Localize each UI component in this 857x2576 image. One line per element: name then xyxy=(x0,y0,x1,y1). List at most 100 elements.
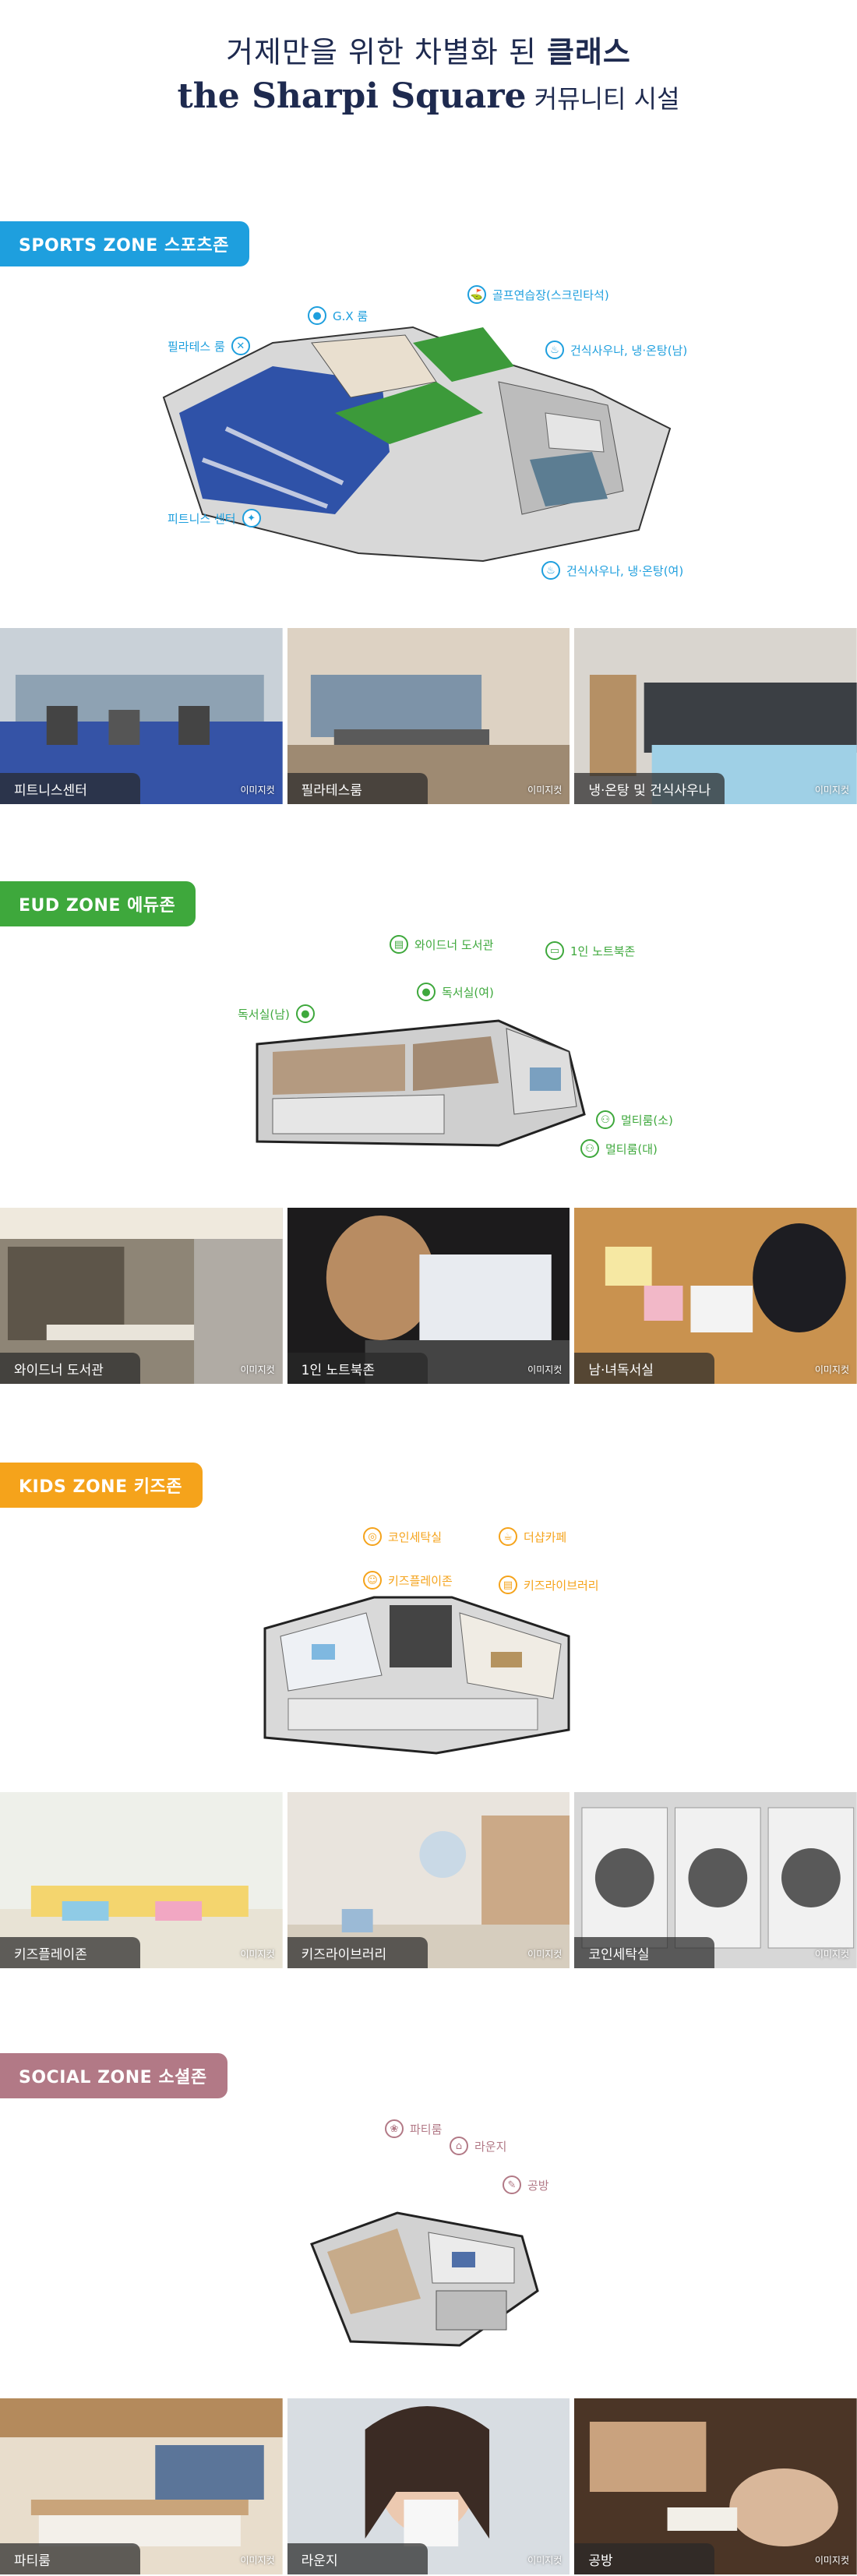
image-tag: 이미지컷 xyxy=(527,1949,563,1960)
image-tag: 이미지컷 xyxy=(240,785,275,796)
photo-row-sports: 피트니스센터 이미지컷 필라테스룸 이미지컷 냉·온탕 및 건식사우나 이미지컷 xyxy=(0,628,857,804)
fitness-icon: ✦ xyxy=(242,509,261,528)
image-tag: 이미지컷 xyxy=(527,785,563,796)
person-icon: ● xyxy=(417,983,436,1001)
photo-card: 공방 이미지컷 xyxy=(574,2398,857,2574)
image-tag: 이미지컷 xyxy=(240,1949,275,1960)
callout-label: 더샵카페 xyxy=(524,1530,567,1544)
callout-label: 키즈라이브러리 xyxy=(524,1578,599,1593)
zone-label-sports: SPORTS ZONE 스포츠존 xyxy=(0,221,249,266)
photo-caption: 공방 xyxy=(574,2543,715,2574)
image-tag: 이미지컷 xyxy=(527,1364,563,1375)
callout-study-men: ● 독서실(남) xyxy=(238,1004,315,1023)
floorplan-sports xyxy=(156,296,686,577)
floorplan-eud-drawing xyxy=(256,1019,586,1147)
photo-row-social: 파티룸 이미지컷 라운지 이미지컷 공방 이미지컷 xyxy=(0,2398,857,2574)
image-tag: 이미지컷 xyxy=(527,2555,563,2566)
callout-label: 건식사우나, 냉·온탕(여) xyxy=(566,563,684,578)
image-tag: 이미지컷 xyxy=(814,1949,850,1960)
group-icon: ⚇ xyxy=(596,1110,615,1129)
floorplan-kids xyxy=(257,1582,584,1761)
sofa-icon: ⌂ xyxy=(450,2137,468,2155)
photo-card: 라운지 이미지컷 xyxy=(287,2398,570,2574)
callout-label: 파티룸 xyxy=(410,2122,443,2137)
callout-notebook: ▭ 1인 노트북존 xyxy=(545,941,635,960)
hero-title-regular: 거제만을 위한 차별화 된 xyxy=(226,35,548,69)
image-tag: 이미지컷 xyxy=(240,2555,275,2566)
callout-coin-laundry: ◎ 코인세탁실 xyxy=(363,1527,442,1546)
photo-card: 파티룸 이미지컷 xyxy=(0,2398,283,2574)
callout-fitness: ✦ 피트니스 센터 xyxy=(168,509,261,528)
image-tag: 이미지컷 xyxy=(240,1364,275,1375)
callout-sauna-men: ♨ 건식사우나, 냉·온탕(남) xyxy=(545,341,687,359)
photo-caption: 1인 노트북존 xyxy=(287,1353,428,1384)
cup-icon: ☕ xyxy=(499,1527,517,1546)
sauna-icon: ♨ xyxy=(545,341,564,359)
party-icon: ❀ xyxy=(385,2119,404,2138)
callout-pilates: ✕ 필라테스 룸 xyxy=(168,337,250,355)
photo-row-eud: 와이드너 도서관 이미지컷 1인 노트북존 이미지컷 남·녀독서실 이미지컷 xyxy=(0,1208,857,1384)
photo-card: 와이드너 도서관 이미지컷 xyxy=(0,1208,283,1384)
floorplan-social xyxy=(304,2197,553,2353)
hero-subtitle: the Sharpi Square 커뮤니티 시설 xyxy=(0,76,857,116)
callout-workshop: ✎ 공방 xyxy=(503,2175,549,2194)
person-icon: ● xyxy=(308,306,326,325)
callout-label: 멀티룸(소) xyxy=(621,1113,673,1127)
person-icon: ● xyxy=(295,1004,315,1023)
callout-sauna-women: ♨ 건식사우나, 냉·온탕(여) xyxy=(541,561,683,580)
photo-caption: 와이드너 도서관 xyxy=(0,1353,140,1384)
callout-label: 1인 노트북존 xyxy=(570,944,636,958)
zone-label-social: SOCIAL ZONE 소셜존 xyxy=(0,2053,227,2098)
golf-icon: ⛳ xyxy=(467,285,486,304)
brand-name: the Sharpi Square xyxy=(177,76,527,116)
zone-label-eud: EUD ZONE 에듀존 xyxy=(0,881,196,926)
callout-lounge: ⌂ 라운지 xyxy=(450,2137,506,2155)
callout-label: 골프연습장(스크린타석) xyxy=(492,288,609,302)
hero-title-bold: 클래스 xyxy=(547,35,631,69)
sauna-icon: ♨ xyxy=(541,561,560,580)
photo-caption: 냉·온탕 및 건식사우나 xyxy=(574,773,725,804)
photo-caption: 라운지 xyxy=(287,2543,428,2574)
callout-label: 코인세탁실 xyxy=(388,1530,443,1544)
hero-header: 거제만을 위한 차별화 된 클래스 the Sharpi Square 커뮤니티… xyxy=(0,0,857,179)
floorplan-social-drawing xyxy=(310,2211,539,2347)
image-tag: 이미지컷 xyxy=(814,1364,850,1375)
photo-card: 필라테스룸 이미지컷 xyxy=(287,628,570,804)
callout-multiroom-small: ⚇ 멀티룸(소) xyxy=(596,1110,673,1129)
photo-card: 냉·온탕 및 건식사우나 이미지컷 xyxy=(574,628,857,804)
photo-caption: 파티룸 xyxy=(0,2543,140,2574)
pilates-icon: ✕ xyxy=(231,337,250,355)
photo-caption: 피트니스센터 xyxy=(0,773,140,804)
play-icon: ☺ xyxy=(363,1571,382,1590)
book-icon: ▤ xyxy=(499,1576,517,1594)
photo-caption: 키즈플레이존 xyxy=(0,1937,140,1968)
callout-multiroom-large: ⚇ 멀티룸(대) xyxy=(580,1139,658,1158)
fitness-photo xyxy=(0,628,283,804)
callout-label: 피트니스 센터 xyxy=(168,511,236,526)
callout-kids-library: ▤ 키즈라이브러리 xyxy=(499,1576,599,1594)
photo-caption: 키즈라이브러리 xyxy=(287,1937,428,1968)
photo-card: 남·녀독서실 이미지컷 xyxy=(574,1208,857,1384)
photo-caption: 남·녀독서실 xyxy=(574,1353,715,1384)
photo-caption: 필라테스룸 xyxy=(287,773,428,804)
laundry-icon: ◎ xyxy=(363,1527,382,1546)
hero-title: 거제만을 위한 차별화 된 클래스 xyxy=(0,28,857,71)
callout-label: 멀티룸(대) xyxy=(605,1142,658,1156)
callout-golf: ⛳ 골프연습장(스크린타석) xyxy=(467,285,609,304)
floorplan-eud xyxy=(242,966,600,1153)
callout-party-room: ❀ 파티룸 xyxy=(385,2119,442,2138)
tool-icon: ✎ xyxy=(503,2175,521,2194)
photo-card: 피트니스센터 이미지컷 xyxy=(0,628,283,804)
photo-card: 키즈라이브러리 이미지컷 xyxy=(287,1792,570,1968)
callout-label: 독서실(남) xyxy=(238,1007,290,1022)
callout-label: 라운지 xyxy=(474,2139,507,2154)
callout-gx-room: ● G.X 룸 xyxy=(308,306,368,325)
callout-label: G.X 룸 xyxy=(333,309,369,323)
photo-card: 1인 노트북존 이미지컷 xyxy=(287,1208,570,1384)
callout-label: 와이드너 도서관 xyxy=(414,937,494,952)
callout-kids-play: ☺ 키즈플레이존 xyxy=(363,1571,453,1590)
callout-label: 건식사우나, 냉·온탕(남) xyxy=(570,343,688,358)
floorplan-sports-drawing xyxy=(162,326,672,563)
callout-label: 필라테스 룸 xyxy=(168,339,225,354)
photo-card: 코인세탁실 이미지컷 xyxy=(574,1792,857,1968)
